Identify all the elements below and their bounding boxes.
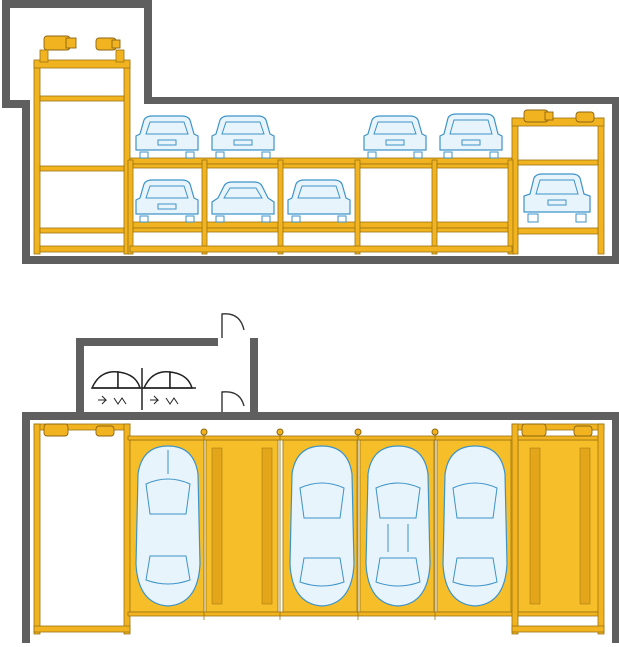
plan-car-1 [135,445,201,607]
car-top-4 [439,113,503,159]
motor-icon [39,35,125,63]
car-top-3 [363,115,427,159]
plan-car-4 [442,445,508,607]
rack-frame [127,157,514,255]
car-bottom-2 [211,181,275,223]
bottom-row-cars [135,173,591,223]
door-icon [218,313,250,418]
car-top-1 [135,115,199,159]
car-bottom-3 [287,179,351,223]
left-lift [33,35,131,255]
motor-icon [43,423,115,437]
plan-car-2 [289,445,355,607]
car-top-2 [211,115,275,159]
elevation-view [2,0,619,264]
plan-view [22,313,619,643]
motor-icon [521,423,593,437]
right-lift [511,109,605,255]
plan-right-lift [511,423,605,635]
car-lift-right [523,173,591,223]
top-row-cars [135,113,503,159]
fan-icon [90,368,196,410]
motor-icon [523,109,595,123]
plan-car-3 [365,445,431,607]
plan-cars [135,445,508,607]
car-bottom-1 [135,179,199,223]
